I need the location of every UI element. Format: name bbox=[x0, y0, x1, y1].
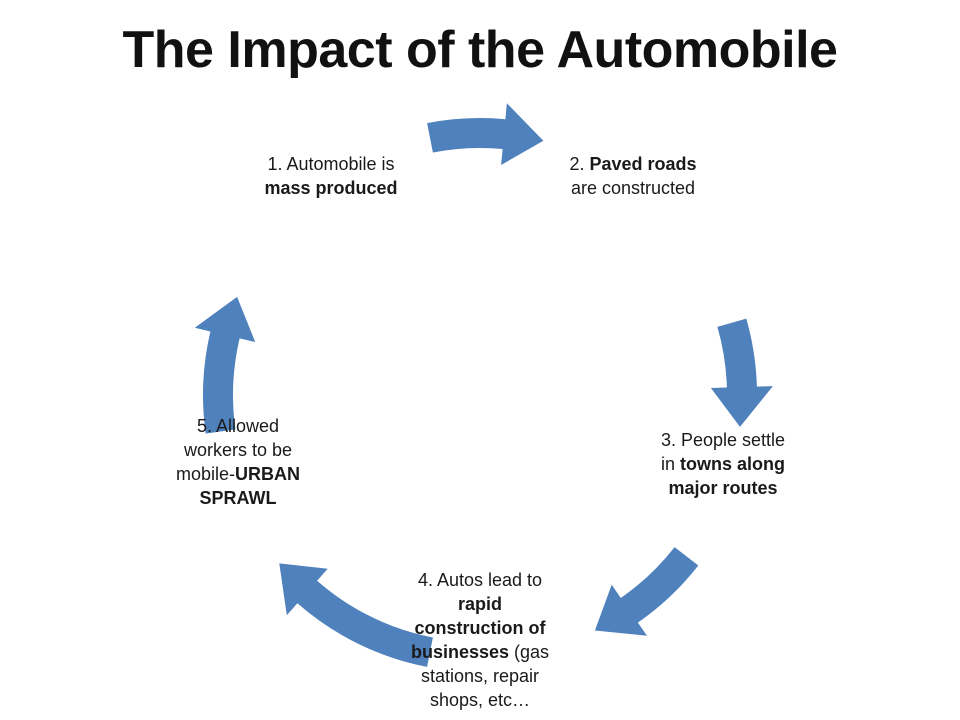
bold-text: URBAN bbox=[235, 464, 301, 484]
step-line: in towns along bbox=[628, 452, 818, 476]
step-line: shops, etc… bbox=[385, 688, 575, 712]
bold-text: rapid bbox=[457, 594, 502, 614]
step-line: 3. People settle bbox=[628, 428, 818, 452]
curved-arrow-icon bbox=[427, 103, 544, 165]
step-line: are constructed bbox=[538, 176, 728, 200]
step-text: workers to be bbox=[183, 440, 293, 460]
step-line: construction of bbox=[385, 616, 575, 640]
step-text: in bbox=[660, 454, 680, 474]
step-line: businesses (gas bbox=[385, 640, 575, 664]
step-text: 5. Allowed bbox=[196, 416, 280, 436]
step-text: stations, repair bbox=[420, 666, 540, 686]
step-text: 3. People settle bbox=[660, 430, 786, 450]
bold-text: businesses bbox=[410, 642, 510, 662]
step-line: major routes bbox=[628, 476, 818, 500]
slide-title: The Impact of the Automobile bbox=[122, 21, 838, 79]
curved-arrow-icon bbox=[594, 547, 699, 636]
step-text: are constructed bbox=[570, 178, 696, 198]
step-text: (gas bbox=[509, 642, 550, 662]
curved-arrow-icon bbox=[279, 563, 433, 667]
step-line: workers to be bbox=[143, 438, 333, 462]
step-line: mobile-URBAN bbox=[143, 462, 333, 486]
step-text: 1. Automobile is bbox=[267, 154, 395, 174]
bold-text: construction of bbox=[414, 618, 546, 638]
step-line: rapid bbox=[385, 592, 575, 616]
step-1-mass-produced: 1. Automobile is mass produced bbox=[236, 152, 426, 200]
step-line: SPRAWL bbox=[143, 486, 333, 510]
step-line: 4. Autos lead to bbox=[385, 568, 575, 592]
bold-text: mass produced bbox=[264, 178, 398, 198]
bold-text: towns along bbox=[680, 454, 785, 474]
step-line: 1. Automobile is bbox=[236, 152, 426, 176]
step-text: 4. Autos lead to bbox=[417, 570, 543, 590]
curved-arrow-icon bbox=[710, 318, 773, 427]
step-line: mass produced bbox=[236, 176, 426, 200]
curved-arrow-icon bbox=[194, 296, 256, 434]
bold-text: major routes bbox=[668, 478, 778, 498]
step-text: 2. bbox=[569, 154, 590, 174]
step-line: 2. Paved roads bbox=[538, 152, 728, 176]
step-line: 5. Allowed bbox=[143, 414, 333, 438]
bold-text: Paved roads bbox=[589, 154, 697, 174]
step-line: stations, repair bbox=[385, 664, 575, 688]
step-text: shops, etc… bbox=[429, 690, 531, 710]
bold-text: SPRAWL bbox=[199, 488, 277, 508]
step-text: mobile- bbox=[175, 464, 236, 484]
